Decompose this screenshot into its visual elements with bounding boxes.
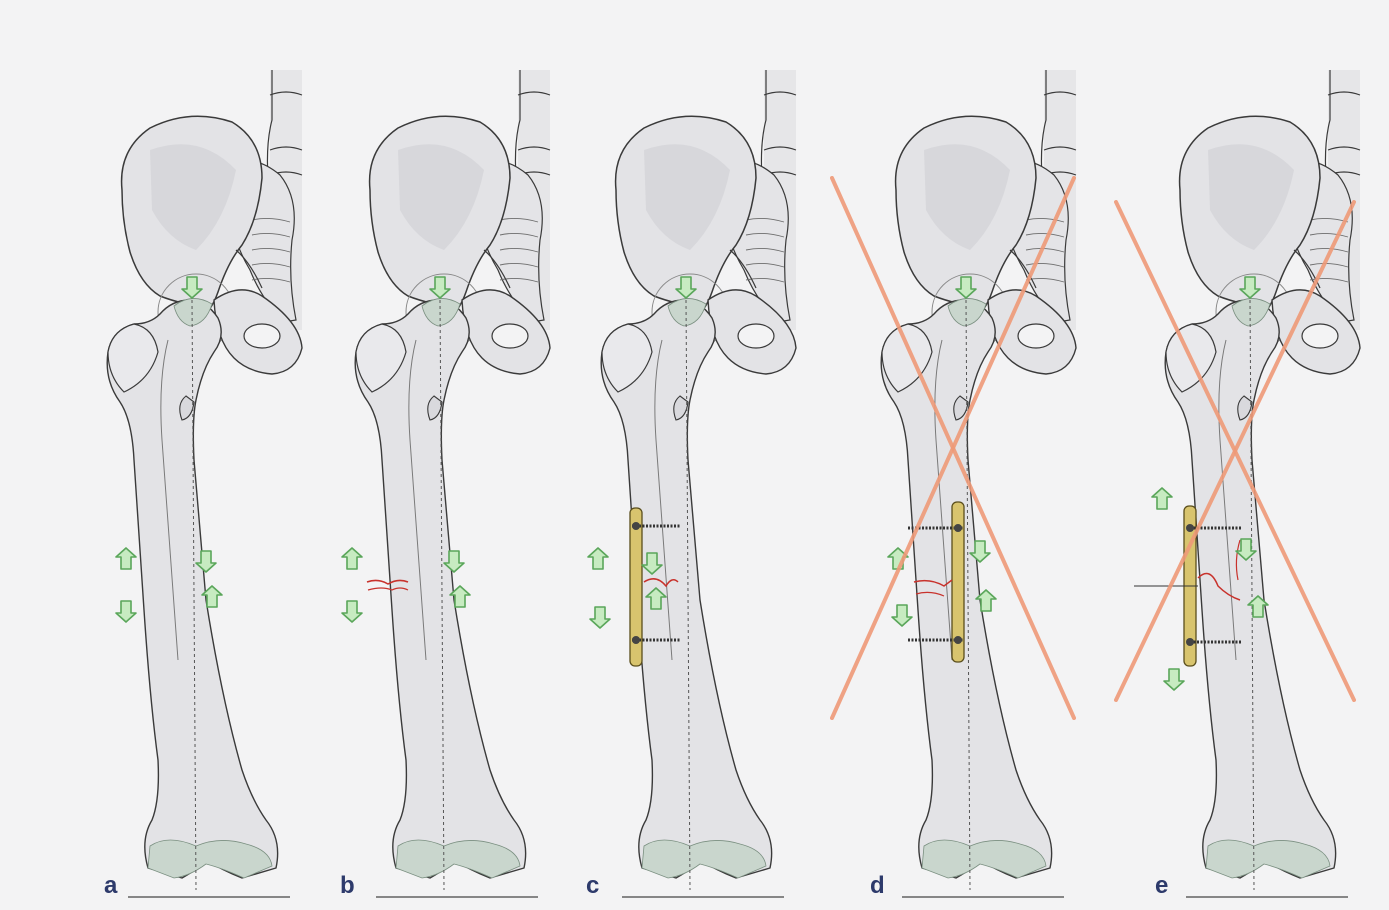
panel-label-d: d <box>870 872 885 900</box>
down-arrow-icon <box>342 601 362 622</box>
down-arrow-icon <box>1164 669 1184 690</box>
down-arrow-icon <box>892 605 912 626</box>
up-arrow-icon <box>342 548 362 569</box>
screw-head-1 <box>632 636 640 644</box>
panel-label-a: a <box>104 872 117 900</box>
down-arrow-icon <box>116 601 136 622</box>
panel-label-e: e <box>1155 872 1168 900</box>
up-arrow-icon <box>588 548 608 569</box>
obturator-foramen <box>738 324 774 348</box>
screw-head-0 <box>632 522 640 530</box>
panel-label-c: c <box>586 872 599 900</box>
up-arrow-icon <box>116 548 136 569</box>
panel-d <box>881 70 1076 897</box>
obturator-foramen <box>244 324 280 348</box>
panel-label-b: b <box>340 872 355 900</box>
screw-head-0 <box>954 524 962 532</box>
obturator-foramen <box>1302 324 1338 348</box>
obturator-foramen <box>492 324 528 348</box>
panel-b <box>342 70 550 897</box>
panel-c <box>588 70 796 897</box>
panel-a <box>107 70 302 897</box>
screw-head-0 <box>1186 524 1194 532</box>
down-arrow-icon <box>590 607 610 628</box>
panel-e <box>1134 70 1360 897</box>
screw-head-1 <box>1186 638 1194 646</box>
up-arrow-icon <box>1152 488 1172 509</box>
obturator-foramen <box>1018 324 1054 348</box>
screw-head-1 <box>954 636 962 644</box>
